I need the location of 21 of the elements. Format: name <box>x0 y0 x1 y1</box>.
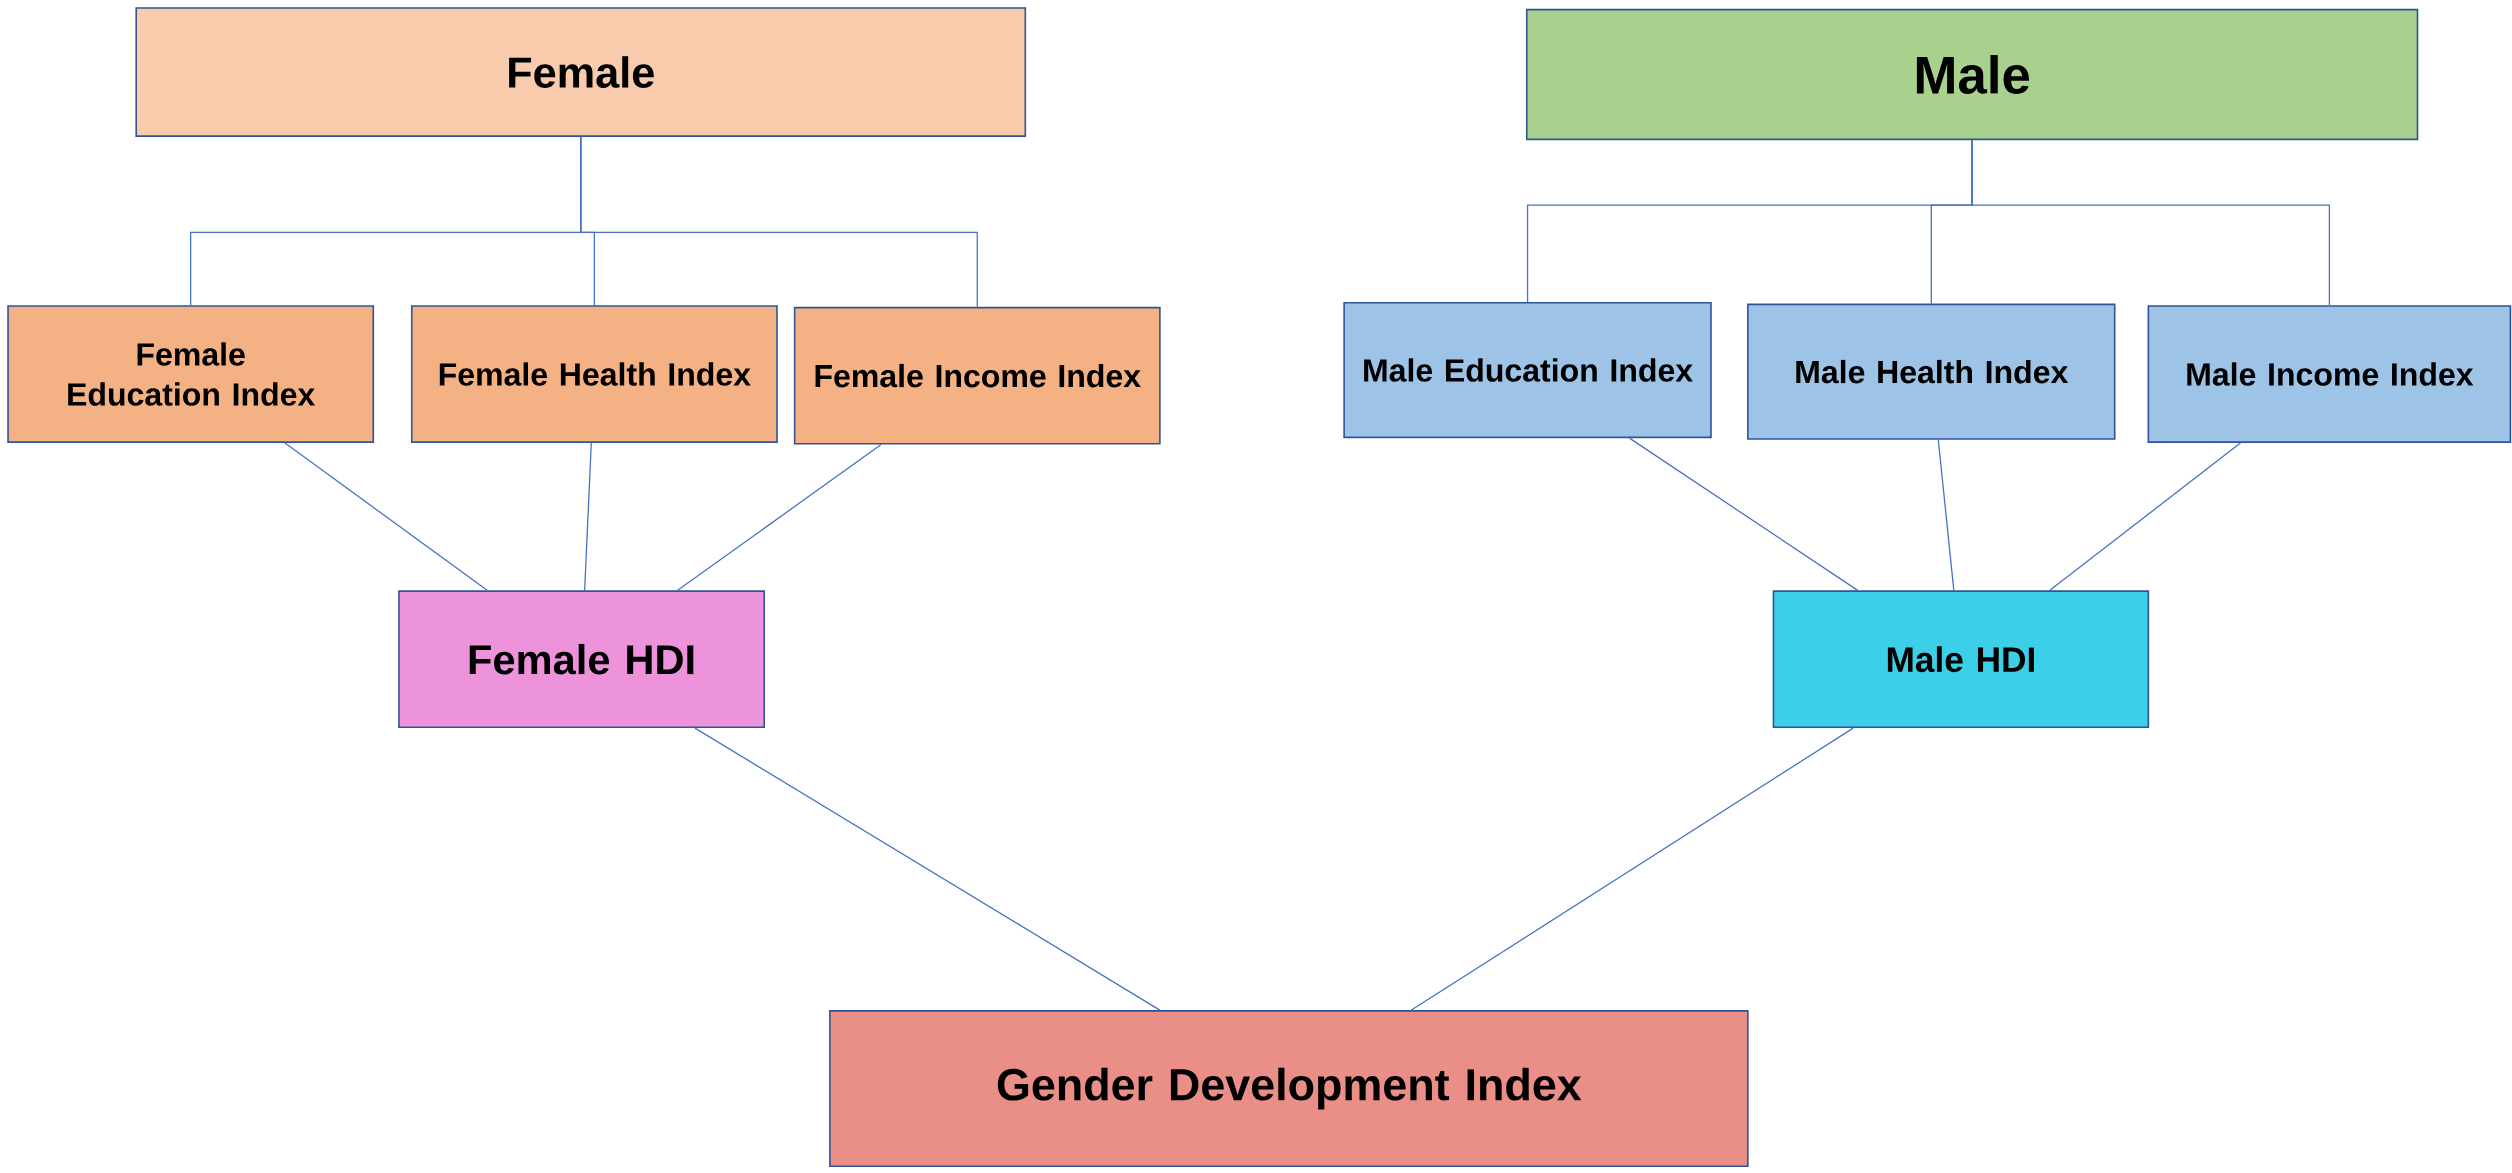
connector-line <box>1628 437 1859 592</box>
hdi-box: Male HDI <box>1772 590 2150 729</box>
index-box: Male Education Index <box>1343 302 1712 439</box>
index-box: Female Health Index <box>410 305 778 444</box>
connector-line <box>1971 139 2331 306</box>
category-box: Male <box>1525 8 2419 141</box>
connector-line <box>694 727 1161 1011</box>
index-box: Male Health Index <box>1747 303 2116 440</box>
index-box: Female Education Index <box>7 305 375 444</box>
index-box: Female Income Index <box>793 306 1161 445</box>
connector-line <box>1937 439 1955 592</box>
connector-line <box>584 442 592 592</box>
connector-line <box>2049 442 2242 592</box>
connector-line <box>1410 727 1854 1011</box>
category-box: Female <box>135 7 1027 138</box>
result-box: Gender Development Index <box>829 1010 1749 1168</box>
connector-line <box>677 444 882 592</box>
hdi-box: Female HDI <box>398 590 765 729</box>
connector-line <box>580 136 978 308</box>
index-box: Male Income Index <box>2147 305 2512 444</box>
connector-line <box>284 442 488 592</box>
